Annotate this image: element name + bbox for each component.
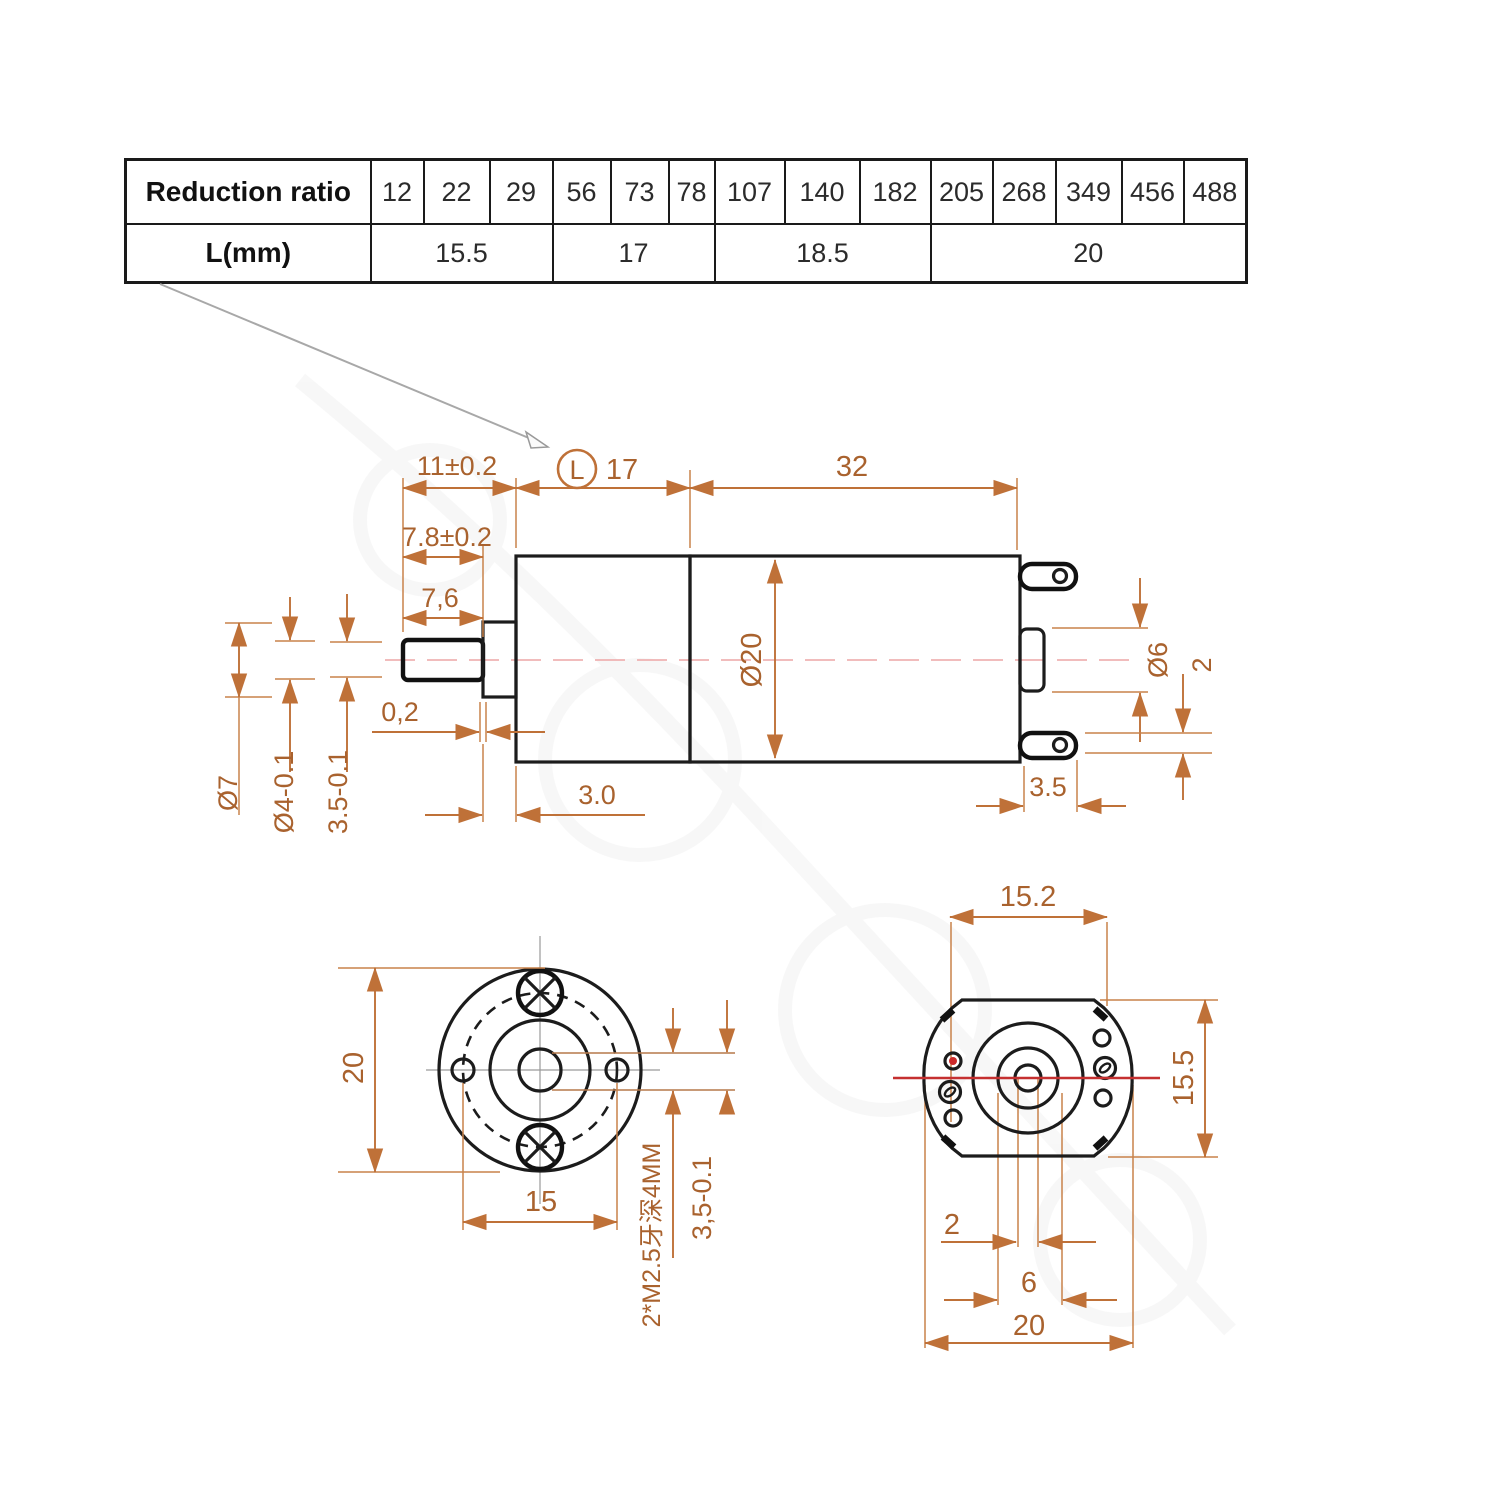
notch-bottom-right xyxy=(1092,1135,1109,1151)
motor-endcap-outline xyxy=(922,998,1134,1158)
table-leader-arrow xyxy=(159,283,551,449)
notch-top-right xyxy=(1092,1006,1109,1022)
vent-hole-left-top xyxy=(943,1051,963,1071)
brush-hole-left xyxy=(937,1079,963,1105)
screw-hole-top xyxy=(515,968,565,1018)
dim-L-symbol: L xyxy=(569,455,584,485)
side-view: 11±0.2 L 17 32 7.8±0.2 7,6 0,2 3.0 Ø20 Ø… xyxy=(213,448,1217,834)
rear-boss-outline xyxy=(1018,627,1046,693)
terminal-top-hole xyxy=(1051,567,1069,585)
dim-rear-body-height: 15.5 xyxy=(1168,1050,1200,1106)
ratio-cell: 107 xyxy=(713,158,786,225)
dim-rear-hub-step: 2 xyxy=(944,1209,960,1241)
dim-terminal-protrusion: 3.5 xyxy=(1029,772,1067,802)
notch-bottom-left xyxy=(940,1134,957,1150)
table-header-length: L(mm) xyxy=(124,223,372,284)
dim-boss-diameter: Ø7 xyxy=(213,775,243,811)
watermark xyxy=(294,373,1236,1336)
ratio-cell: 22 xyxy=(422,158,491,225)
vent-hole-right-bottom xyxy=(1093,1088,1113,1108)
red-marking-dot xyxy=(949,1057,957,1065)
dim-terminal-thickness: 2 xyxy=(1187,657,1217,672)
table-header-reduction-ratio: Reduction ratio xyxy=(124,158,372,225)
dim-body-diameter: Ø20 xyxy=(736,633,768,688)
ratio-cell: 349 xyxy=(1054,158,1123,225)
dim-shaft-flat-height: 3.5-0.1 xyxy=(323,750,353,834)
brush-slot-left xyxy=(943,1086,957,1098)
reduction-ratio-table: Reduction ratio 12 22 29 56 73 78 107 14… xyxy=(124,158,1248,284)
flange-shaft-circle xyxy=(517,1047,563,1093)
ratio-cell: 56 xyxy=(551,158,612,225)
ratio-cell: 78 xyxy=(667,158,716,225)
ratio-cell: 182 xyxy=(858,158,932,225)
ratio-cell: 456 xyxy=(1120,158,1185,225)
dim-shaft-flat-length: 7,6 xyxy=(421,583,459,613)
pilot-hole-left xyxy=(450,1057,476,1083)
terminal-top-outline xyxy=(1017,561,1079,592)
table-row-ratios: Reduction ratio 12 22 29 56 73 78 107 14… xyxy=(124,158,1248,225)
dim-boss-length: 3.0 xyxy=(578,780,616,810)
dim-gearbox-length: 17 xyxy=(606,454,638,486)
dim-rear-boss-diameter: Ø6 xyxy=(1143,642,1173,678)
pilot-hole-right xyxy=(604,1057,630,1083)
length-cell: 15.5 xyxy=(369,223,554,284)
dim-overall-front: 11±0.2 xyxy=(417,451,497,481)
ratio-cell: 488 xyxy=(1182,158,1248,225)
vent-hole-right-top xyxy=(1092,1028,1112,1048)
dim-motor-length: 32 xyxy=(836,451,868,483)
brush-slot-right xyxy=(1098,1062,1112,1074)
dim-mount-hole-spacing: 15 xyxy=(525,1186,557,1218)
ratio-cell: 205 xyxy=(929,158,994,225)
dim-mount-thread-note: 2*M2.5牙深4MM xyxy=(638,1143,666,1328)
notch-top-left xyxy=(939,1007,956,1023)
ratio-cell: 12 xyxy=(369,158,425,225)
circled-L-icon xyxy=(556,448,598,490)
length-cell: 17 xyxy=(551,223,716,284)
ratio-cell: 29 xyxy=(488,158,554,225)
length-cell: 20 xyxy=(929,223,1248,284)
front-view: 20 15 2*M2.5牙深4MM 3,5-0.1 xyxy=(338,936,736,1328)
vent-hole-left-bottom xyxy=(943,1108,963,1128)
dim-washer: 0,2 xyxy=(381,697,419,727)
screw-hole-bottom xyxy=(515,1122,565,1172)
dim-shaft-total: 7.8±0.2 xyxy=(402,522,492,552)
dim-rear-hub-width: 6 xyxy=(1021,1267,1037,1299)
ratio-cell: 268 xyxy=(991,158,1057,225)
brush-hole-right xyxy=(1092,1055,1118,1081)
dim-rear-body-width: 20 xyxy=(1013,1310,1045,1342)
terminal-bottom-outline xyxy=(1017,730,1079,761)
ratio-cell: 73 xyxy=(609,158,670,225)
dim-shaft-diameter: Ø4-0.1 xyxy=(269,751,299,834)
dim-rear-flat-width: 15.2 xyxy=(1000,881,1056,913)
rear-view: 15.2 15.5 2 6 20 xyxy=(893,881,1218,1352)
dim-front-shaft-flat: 3,5-0.1 xyxy=(687,1156,717,1240)
flange-mid-circle xyxy=(488,1018,592,1122)
ratio-cell: 140 xyxy=(783,158,861,225)
table-row-lengths: L(mm) 15.5 17 18.5 20 xyxy=(124,223,1248,284)
terminal-bottom-hole xyxy=(1051,736,1069,754)
dim-flange-outer-diameter: 20 xyxy=(338,1052,370,1084)
length-cell: 18.5 xyxy=(713,223,932,284)
